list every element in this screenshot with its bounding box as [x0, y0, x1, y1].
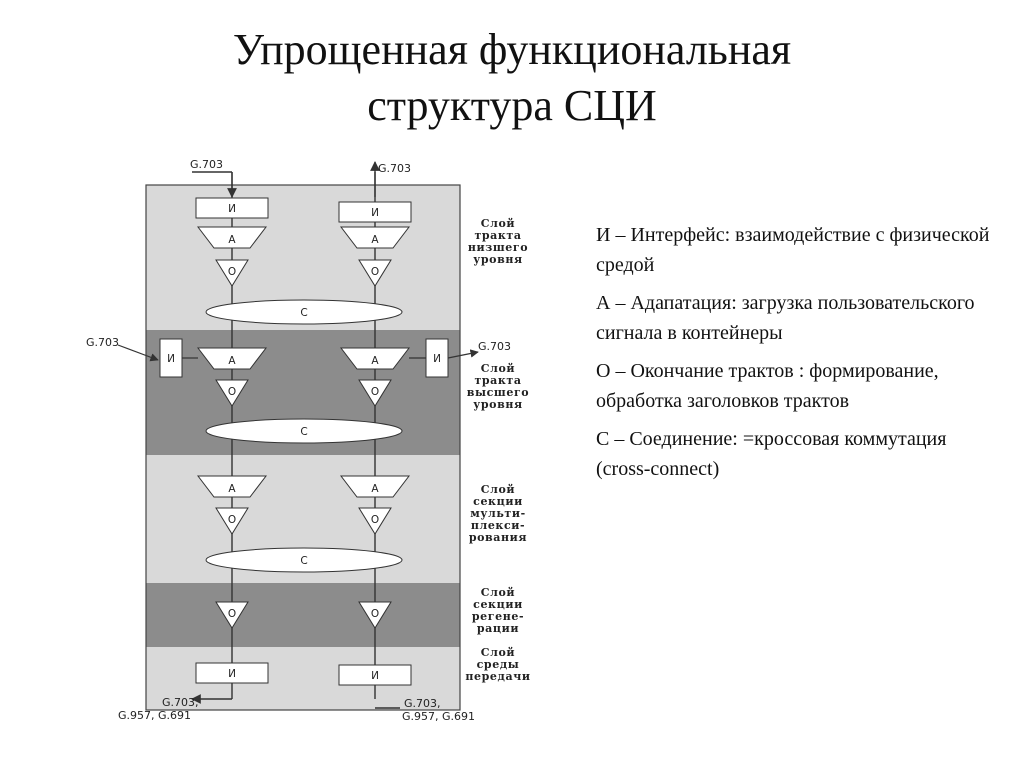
legend-item-termination: О – Окончание трактов : формирование, об… — [596, 360, 939, 412]
termination-block-higher-right-label: О — [371, 386, 379, 398]
termination-block-regenerator-left — [215, 601, 249, 629]
legend-item-connection: С – Соединение: =кроссовая коммутация (c… — [596, 428, 947, 480]
layer-label-line: высшего — [467, 386, 529, 399]
bottom-left-label-line-2: G.957, G.691 — [118, 709, 191, 722]
layer-band-regenerator-section — [146, 583, 460, 647]
slide-title-line-2: структура СЦИ — [367, 81, 657, 130]
termination-block-higher-right — [358, 379, 392, 407]
layer-label-line: передачи — [465, 670, 530, 683]
layer-label-line: Слой — [481, 362, 515, 375]
legend-item-adaptation: А – Адапатация: загрузка пользовательско… — [596, 292, 975, 344]
left-side-input-label: G.703 — [86, 336, 119, 349]
interface-block-top-right — [338, 201, 412, 223]
diagram-frame — [145, 184, 461, 711]
layer-label-line: мульти- — [470, 507, 526, 520]
termination-block-lower-right — [358, 259, 392, 287]
layer-label-line: уровня — [473, 398, 523, 411]
interface-block-right-side-label: И — [433, 353, 441, 365]
adaptation-block-multiplex-left-label: А — [228, 483, 236, 495]
top-right-output-label: G.703 — [378, 162, 411, 175]
top-left-input-label: G.703 — [190, 158, 223, 171]
termination-block-regenerator-left-label: О — [228, 608, 236, 620]
adaptation-block-higher-right — [339, 347, 411, 370]
termination-block-higher-left — [215, 379, 249, 407]
slide-title-line-1: Упрощенная функциональная — [232, 25, 792, 74]
legend: И – Интерфейс: взаимодействие с физическ… — [596, 220, 996, 492]
layer-label-line: Слой — [481, 483, 515, 496]
termination-block-higher-left-label: О — [228, 386, 236, 398]
adaptation-block-multiplex-right-label: А — [371, 483, 379, 495]
layer-label-line: секции — [473, 598, 523, 611]
layer-label-line: тракта — [474, 374, 521, 387]
adaptation-block-higher-left-label: А — [228, 355, 236, 367]
interface-block-top-left-label: И — [228, 203, 236, 215]
interface-block-left-side-label: И — [167, 353, 175, 365]
adaptation-block-lower-left — [196, 226, 268, 249]
layer-label-line: Слой — [481, 586, 515, 599]
legend-item-interface: И – Интерфейс: взаимодействие с физическ… — [596, 224, 990, 276]
slide-title: Упрощенная функциональная структура СЦИ — [0, 22, 1024, 134]
layer-label-line: секции — [473, 495, 523, 508]
termination-block-multiplex-right-label: О — [371, 514, 379, 526]
bottom-right-label-line-2: G.957, G.691 — [402, 710, 475, 723]
termination-block-lower-left-label: О — [228, 266, 236, 278]
interface-block-bottom-left-label: И — [228, 668, 236, 680]
connection-block-multiplex-label: С — [300, 555, 307, 567]
adaptation-block-multiplex-left — [196, 475, 268, 498]
right-side-output-arrow — [447, 349, 479, 359]
layer-label-line: регене- — [472, 610, 524, 623]
interface-block-bottom-left — [195, 662, 269, 684]
bottom-left-label-line-1: G.703, — [162, 696, 199, 709]
layer-label-line: плекси- — [471, 519, 525, 532]
interface-block-top-left — [195, 197, 269, 219]
adaptation-block-multiplex-right — [339, 475, 411, 498]
termination-block-lower-left — [215, 259, 249, 287]
interface-block-bottom-right — [338, 664, 412, 686]
termination-block-lower-right-label: О — [371, 266, 379, 278]
bottom-right-label-line-1: G.703, — [404, 697, 441, 710]
layer-label-line: уровня — [473, 253, 523, 266]
termination-block-regenerator-right-label: О — [371, 608, 379, 620]
connection-block-multiplex — [205, 547, 403, 573]
layer-label-line: Слой — [481, 646, 515, 659]
adaptation-block-lower-left-label: А — [228, 234, 236, 246]
termination-block-multiplex-left-label: О — [228, 514, 236, 526]
adaptation-block-lower-right-label: А — [371, 234, 379, 246]
layer-label-line: низшего — [468, 241, 528, 254]
layer-label-line: среды — [477, 658, 520, 671]
sdh-functional-structure-diagram: G.703 G.703 И И А А О О С G.703 И И G.70… — [86, 158, 530, 723]
layer-label-line: рования — [469, 531, 527, 544]
left-side-input-arrow — [117, 344, 159, 362]
layer-label-line: рации — [477, 622, 519, 635]
connection-block-lower — [205, 299, 403, 325]
termination-block-regenerator-right — [358, 601, 392, 629]
termination-block-multiplex-left — [215, 507, 249, 535]
connection-block-higher-label: С — [300, 426, 307, 438]
termination-block-multiplex-right — [358, 507, 392, 535]
right-side-output-label: G.703 — [478, 340, 511, 353]
interface-block-bottom-right-label: И — [371, 670, 379, 682]
adaptation-block-higher-right-label: А — [371, 355, 379, 367]
adaptation-block-lower-right — [339, 226, 411, 249]
adaptation-block-higher-left — [196, 347, 268, 370]
connection-block-lower-label: С — [300, 307, 307, 319]
layer-label-line: Слой — [481, 217, 515, 230]
connection-block-higher — [205, 418, 403, 444]
layer-label-line: тракта — [474, 229, 521, 242]
interface-block-top-right-label: И — [371, 207, 379, 219]
